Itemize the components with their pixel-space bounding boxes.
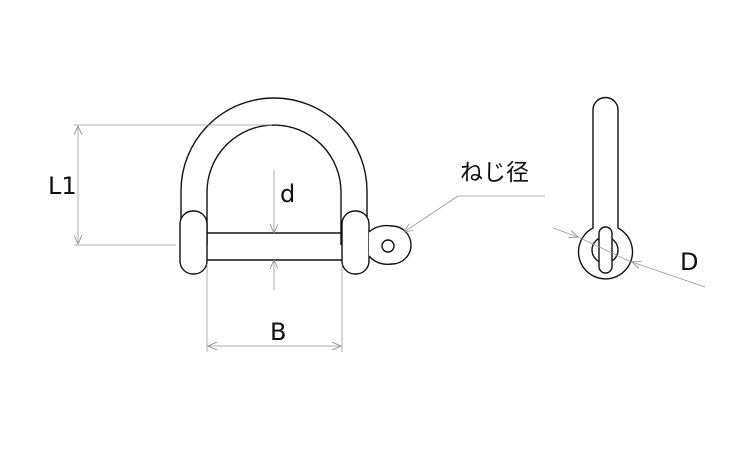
side-body [577,96,634,280]
pin-right-end [341,210,370,275]
label-d: d [280,180,296,208]
dimension-lines [74,124,706,352]
leader-thread [404,195,459,232]
shackle-front-view [179,97,412,275]
label-B: B [270,318,287,346]
label-thread-diameter: ねじ径 [460,160,529,186]
pin-eye [368,224,412,266]
dim-D [577,236,632,263]
label-L1: L1 [48,172,77,200]
shackle-bow-outer [180,97,368,245]
label-D: D [680,248,699,276]
pin-left-end [179,210,208,275]
shackle-side-view [577,96,634,280]
pin-eye-hole [381,239,395,253]
shackle-bow-inner [206,124,342,245]
